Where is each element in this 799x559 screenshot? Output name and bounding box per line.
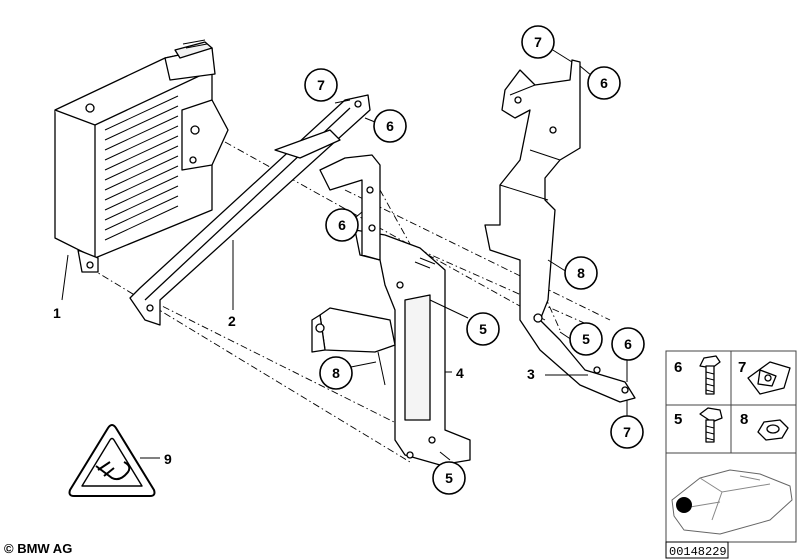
svg-text:8: 8: [332, 365, 340, 381]
callout-3: 3: [527, 366, 535, 382]
svg-text:7: 7: [534, 34, 542, 50]
bolt-icon: [699, 355, 721, 395]
legend-number-6: 6: [674, 359, 682, 376]
legend-number-8: 8: [740, 411, 748, 428]
svg-text:6: 6: [600, 75, 608, 91]
vent-grille: [104, 95, 179, 241]
callout-7-top-right: 7: [521, 25, 555, 59]
callout-1: 1: [53, 305, 61, 321]
legend-number-5: 5: [674, 411, 682, 428]
right-bracket-part: [484, 59, 636, 403]
callout-4: 4: [456, 365, 464, 381]
svg-text:8: 8: [577, 265, 585, 281]
callout-6-middle: 6: [325, 208, 359, 242]
callout-6-top-right: 6: [587, 66, 621, 100]
svg-text:5: 5: [582, 331, 590, 347]
svg-text:7: 7: [317, 77, 325, 93]
svg-text:5: 5: [479, 321, 487, 337]
callout-7-top-left: 7: [304, 68, 338, 102]
leader-lines: [61, 46, 628, 461]
svg-text:5: 5: [445, 470, 453, 486]
svg-text:7: 7: [623, 424, 631, 440]
callout-5-right: 5: [569, 322, 603, 356]
diagram-id-box: 00148229: [665, 541, 729, 559]
svg-text:6: 6: [624, 336, 632, 352]
callout-5-middle: 5: [466, 312, 500, 346]
callout-7-bottom: 7: [610, 415, 644, 449]
car-location-icon: [671, 469, 793, 535]
legend-number-7: 7: [738, 359, 746, 376]
hex-nut-icon: [757, 419, 789, 441]
mounting-frame-part: [311, 154, 471, 466]
callout-8-right: 8: [564, 256, 598, 290]
callout-8-left: 8: [319, 356, 353, 390]
bolt-icon: [699, 407, 723, 443]
hardware-legend: 6 7 5 8: [665, 350, 797, 543]
callout-9: 9: [164, 451, 172, 467]
svg-text:6: 6: [338, 217, 346, 233]
callout-5-bottom: 5: [432, 461, 466, 495]
callout-2: 2: [228, 313, 236, 329]
callout-6-right: 6: [611, 327, 645, 361]
warning-label-part: [68, 424, 156, 497]
copyright-text: © BMW AG: [4, 541, 72, 556]
clip-nut-icon: [747, 361, 791, 395]
svg-text:6: 6: [386, 118, 394, 134]
callout-6-top-left: 6: [373, 109, 407, 143]
diagram-id: 00148229: [669, 545, 727, 559]
long-bracket-part: [129, 94, 371, 326]
control-unit-part: [54, 39, 229, 273]
